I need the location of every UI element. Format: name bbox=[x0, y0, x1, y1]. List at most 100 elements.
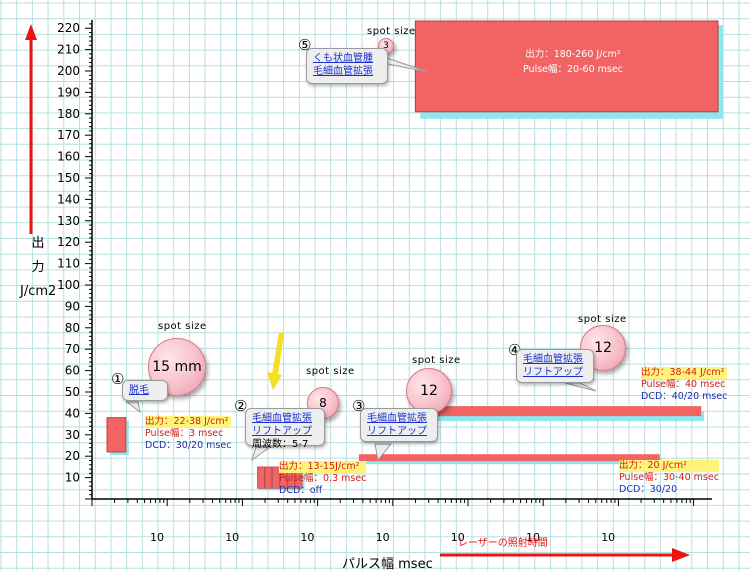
info-text: DCD：40/20 msec bbox=[641, 391, 728, 402]
y-tick-label: 90 bbox=[65, 299, 80, 313]
info-line-5: 出力：180-260 J/cm² bbox=[523, 47, 623, 62]
y-tick-label: 70 bbox=[65, 342, 80, 356]
y-axis-label-part: 力 bbox=[31, 260, 45, 275]
x-tick-label: 10 bbox=[451, 531, 465, 544]
y-tick-label: 130 bbox=[57, 214, 80, 228]
info-text: 出力：38-44 J/cm² bbox=[641, 367, 725, 378]
y-axis-arrow-head bbox=[25, 24, 37, 40]
spot-size-label-5: spot size bbox=[367, 26, 416, 37]
info-line-5: Pulse幅：20-60 msec bbox=[523, 62, 623, 77]
bar-3 bbox=[358, 454, 660, 462]
treatment-link[interactable]: 脱毛 bbox=[129, 385, 149, 396]
info-line-2: 出力：13-15J/cm² bbox=[279, 461, 367, 473]
x-axis-arrow-head bbox=[672, 548, 690, 562]
x-tick-label: 10 bbox=[601, 531, 615, 544]
y-tick-label: 180 bbox=[57, 107, 80, 121]
y-axis-label-part: 出 bbox=[31, 236, 45, 251]
y-tick-label: 200 bbox=[57, 64, 80, 78]
callout-2: 毛細血管拡張リフトアップ周波数：5-7 bbox=[245, 408, 325, 450]
info-line-4: DCD：40/20 msec bbox=[641, 391, 727, 403]
pointer-arrow-shaft bbox=[272, 332, 284, 375]
step-number-2: ② bbox=[234, 397, 248, 415]
y-tick-label: 220 bbox=[57, 21, 80, 35]
bar-4 bbox=[434, 406, 702, 417]
x-tick-label: 10 bbox=[376, 531, 390, 544]
y-tick-label: 120 bbox=[57, 235, 80, 249]
info-line-1: Pulse幅：3 msec bbox=[145, 428, 231, 440]
y-tick-label: 210 bbox=[57, 43, 80, 57]
info-line-2: Pulse幅：0.3 msec bbox=[279, 473, 366, 485]
spot-size-label-2: spot size bbox=[306, 366, 355, 377]
x-tick-label: 10 bbox=[526, 531, 540, 544]
y-tick-label: 110 bbox=[57, 257, 80, 271]
spot-size-label-1: spot size bbox=[158, 321, 207, 332]
y-tick-label: 60 bbox=[65, 364, 80, 378]
info-5: 出力：180-260 J/cm² Pulse幅：20-60 msec bbox=[523, 47, 623, 77]
bar-5 bbox=[414, 20, 719, 113]
y-axis-label-part: J/cm2 bbox=[20, 284, 57, 299]
info-line-1: DCD：30/20 msec bbox=[145, 440, 231, 452]
info-text: Pulse幅：30-40 msec bbox=[619, 472, 719, 483]
info-text: Pulse幅：40 msec bbox=[641, 379, 726, 390]
info-line-4: Pulse幅：40 msec bbox=[641, 379, 727, 391]
callout-4: 毛細血管拡張リフトアップ bbox=[516, 349, 594, 383]
callout-2-tail bbox=[251, 446, 272, 462]
treatment-link[interactable]: 毛細血管拡張 bbox=[367, 413, 427, 424]
y-tick-label: 190 bbox=[57, 85, 80, 99]
y-tick-label: 170 bbox=[57, 128, 80, 142]
info-line-3: DCD：30/20 bbox=[619, 484, 719, 496]
y-tick-label: 30 bbox=[65, 428, 80, 442]
info-line-3: Pulse幅：30-40 msec bbox=[619, 472, 719, 484]
info-line-1: 出力：22-38 J/cm² bbox=[145, 416, 232, 428]
info-line-4: 出力：38-44 J/cm² bbox=[641, 367, 728, 379]
y-tick-label: 140 bbox=[57, 192, 80, 206]
callout-3-tail bbox=[374, 443, 393, 462]
info-text: 出力：180-260 J/cm² bbox=[525, 49, 621, 60]
x-axis-label: パルス幅 msec bbox=[342, 557, 433, 572]
info-text: 出力：13-15J/cm² bbox=[279, 461, 360, 472]
bar-2-segment bbox=[257, 466, 265, 489]
y-tick-label: 100 bbox=[57, 278, 80, 292]
treatment-link[interactable]: リフトアップ bbox=[523, 367, 583, 378]
y-tick-label: 150 bbox=[57, 171, 80, 185]
callout-note: 周波数：5-7 bbox=[252, 439, 309, 450]
y-tick-label: 40 bbox=[65, 406, 80, 420]
info-line-2: DCD：off bbox=[279, 485, 366, 497]
spot-size-label-3: spot size bbox=[412, 355, 461, 366]
y-tick-label: 50 bbox=[65, 385, 80, 399]
x-tick-label: 10 bbox=[225, 531, 239, 544]
y-tick-label: 20 bbox=[65, 449, 80, 463]
info-text: Pulse幅：3 msec bbox=[145, 428, 224, 439]
y-axis-label: 出力 J/cm2 bbox=[20, 232, 56, 304]
pointer-arrow-head bbox=[267, 372, 282, 390]
info-text: Pulse幅：20-60 msec bbox=[523, 64, 623, 75]
callout-1-tail bbox=[125, 401, 141, 414]
bar-2-segment bbox=[264, 466, 273, 489]
info-text: 出力：22-38 J/cm² bbox=[145, 416, 229, 427]
treatment-link[interactable]: くも状血管腫 bbox=[313, 53, 373, 64]
treatment-link[interactable]: リフトアップ bbox=[252, 426, 312, 437]
treatment-link[interactable]: 毛細血管拡張 bbox=[252, 413, 312, 424]
step-number-1: ① bbox=[111, 370, 125, 388]
x-arrow-label: レーザーの照射時間 bbox=[458, 537, 548, 549]
callout-5: くも状血管腫毛細血管拡張 bbox=[306, 48, 388, 84]
info-text: DCD：30/20 msec bbox=[145, 440, 232, 451]
info-text: 出力：20 J/cm² bbox=[619, 460, 687, 471]
y-tick-label: 160 bbox=[57, 150, 80, 164]
info-text: DCD：off bbox=[279, 485, 323, 496]
bar-1 bbox=[106, 417, 127, 453]
callout-1: 脱毛 bbox=[122, 380, 168, 401]
callout-4-tail bbox=[564, 382, 597, 392]
x-tick-label: 10 bbox=[300, 531, 314, 544]
bar-2-segment bbox=[272, 466, 280, 489]
treatment-link[interactable]: 毛細血管拡張 bbox=[313, 66, 373, 77]
spot-size-label-4: spot size bbox=[578, 314, 627, 325]
y-tick-label: 10 bbox=[65, 471, 80, 485]
treatment-link[interactable]: リフトアップ bbox=[367, 426, 427, 437]
treatment-link[interactable]: 毛細血管拡張 bbox=[523, 354, 583, 365]
